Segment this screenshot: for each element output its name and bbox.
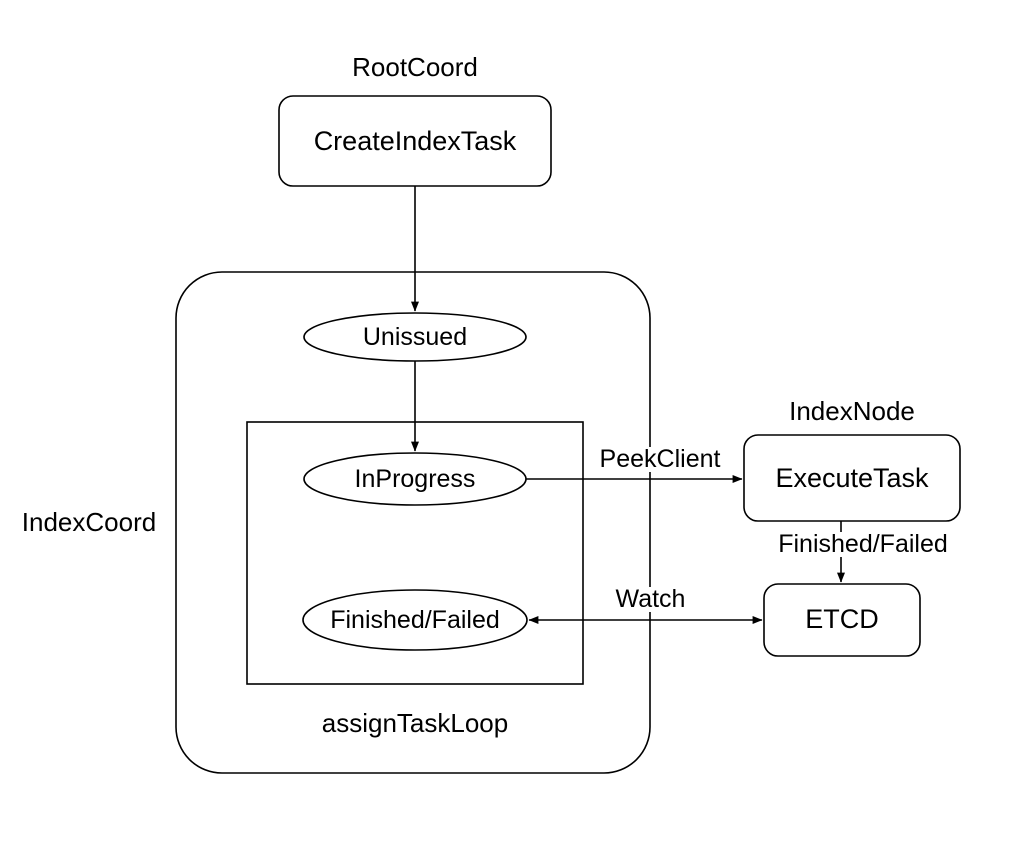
- edge-label-finished-failed: Finished/Failed: [759, 532, 967, 557]
- node-label-create-index-task: CreateIndexTask: [313, 126, 517, 156]
- edge-label-watch: Watch: [604, 587, 697, 612]
- container-label-indexnode: IndexNode: [789, 396, 915, 426]
- node-label-inprogress: InProgress: [354, 465, 476, 493]
- container-label-indexcoord: IndexCoord: [21, 507, 157, 537]
- node-etcd[interactable]: [763, 583, 921, 657]
- node-label-execute-task: ExecuteTask: [775, 463, 929, 493]
- edge-label-peekclient: PeekClient: [584, 447, 736, 472]
- node-finished-failed[interactable]: [302, 589, 528, 651]
- node-execute-task[interactable]: [743, 434, 961, 522]
- container-label-assigntaskloop: assignTaskLoop: [321, 708, 509, 738]
- node-label-finished-failed: Finished/Failed: [330, 606, 500, 634]
- node-label-unissued: Unissued: [362, 323, 468, 351]
- container-label-rootcoord: RootCoord: [352, 52, 478, 82]
- node-label-etcd: ETCD: [805, 604, 879, 634]
